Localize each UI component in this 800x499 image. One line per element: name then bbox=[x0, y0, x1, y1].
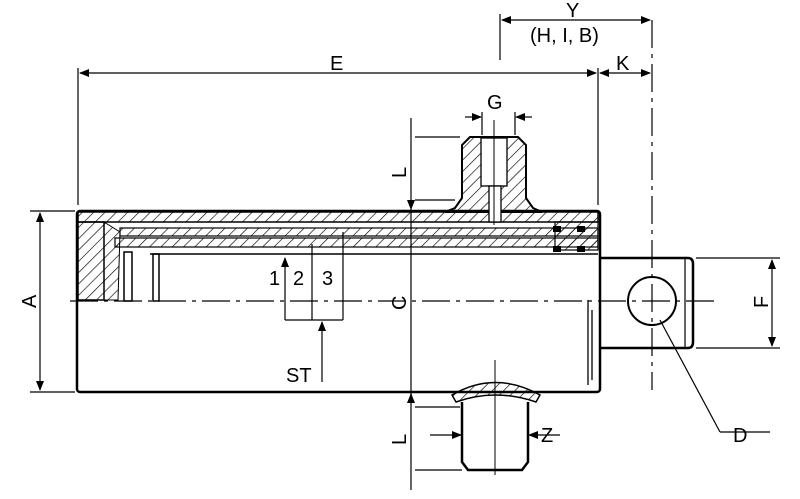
label-HIB: (H, I, B) bbox=[530, 25, 599, 47]
dimension-lines bbox=[30, 14, 780, 490]
label-Z: Z bbox=[541, 425, 553, 447]
label-K: K bbox=[616, 53, 630, 75]
label-L-bottom: L bbox=[389, 434, 411, 445]
cylinder-body bbox=[75, 209, 602, 394]
label-stage-1: 1 bbox=[269, 268, 280, 290]
label-C: C bbox=[389, 296, 411, 310]
label-G: G bbox=[487, 92, 503, 114]
rod-eye bbox=[600, 256, 695, 350]
bottom-port bbox=[450, 360, 542, 475]
label-stage-3: 3 bbox=[322, 268, 333, 290]
label-stage-2: 2 bbox=[293, 268, 304, 290]
label-ST: ST bbox=[286, 365, 312, 387]
label-D: D bbox=[733, 425, 747, 447]
label-Y: Y bbox=[566, 0, 579, 22]
label-F: F bbox=[751, 296, 773, 308]
label-L-top: L bbox=[389, 167, 411, 178]
label-A: A bbox=[19, 294, 41, 308]
label-E: E bbox=[330, 53, 343, 75]
top-port bbox=[444, 120, 543, 225]
